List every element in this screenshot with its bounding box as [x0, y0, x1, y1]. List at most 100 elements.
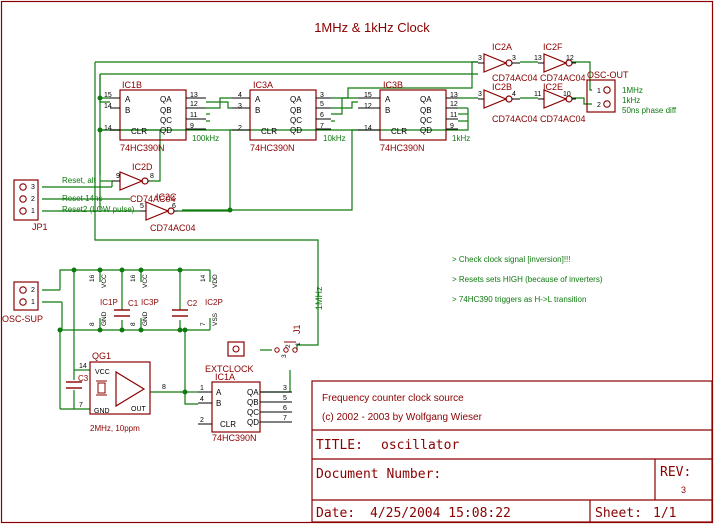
junction-dots	[57, 95, 233, 395]
svg-text:A: A	[255, 95, 261, 104]
svg-text:QD: QD	[420, 126, 432, 135]
svg-text:QA: QA	[420, 95, 432, 104]
net-1mhz: 1MHz	[314, 286, 324, 310]
svg-text:B: B	[255, 106, 260, 115]
pin-num: 14	[104, 103, 112, 110]
pin-num: 1	[295, 342, 302, 346]
pin-num: 14	[79, 363, 87, 370]
note-line: > Resets sets HIGH (because of inverters…	[452, 275, 603, 284]
inv-part: CD74AC04	[540, 114, 586, 124]
cap-c1	[114, 309, 130, 317]
cap-ref: C1	[128, 299, 139, 308]
freq-100k: 100kHz	[192, 134, 219, 143]
pin-stubs	[110, 97, 458, 131]
chip-ic3a: IC3A 74HC390N A B CLR QA QB QC QD 4 3 2 …	[238, 80, 324, 153]
freq-1k: 1kHz	[452, 134, 470, 143]
pin-num: 11	[450, 112, 457, 119]
svg-text:QD: QD	[247, 418, 259, 427]
svg-text:QA: QA	[247, 388, 259, 397]
power-ic1p: 16 VCC IC1P GND 8	[89, 274, 118, 326]
tb-sheet-value: 1/1	[653, 506, 676, 521]
power-ref: IC3P	[141, 298, 159, 307]
pin-label: VCC	[101, 274, 108, 288]
chip-part: 74HC390N	[212, 433, 257, 443]
pin-label: GND	[94, 408, 110, 415]
pin-num: 13	[534, 55, 542, 62]
inv-part: CD74AC04	[540, 73, 586, 83]
svg-text:QA: QA	[160, 95, 172, 104]
pin-num: 6	[172, 203, 176, 210]
pin-num: 3	[283, 385, 287, 392]
cap-ref: C2	[187, 299, 198, 308]
chip-part: 74HC390N	[250, 143, 295, 153]
cap-c2	[172, 309, 188, 317]
note-line: > Check clock signal [inversion]!!!	[452, 255, 571, 264]
pin-num: 13	[450, 92, 458, 99]
pin-num: 7	[283, 415, 287, 422]
oscillator-qg1: QG1 VCC GND OUT 14 7 8 2MHz, 10ppm	[79, 351, 166, 433]
svg-text:B: B	[216, 399, 221, 408]
svg-text:CLR: CLR	[261, 127, 277, 136]
pin-num: 4	[200, 396, 204, 403]
pin-num: 3	[281, 354, 288, 358]
title-block-frame	[311, 380, 713, 523]
pin-num: 3	[478, 55, 482, 62]
svg-text:A: A	[385, 95, 391, 104]
pin-num: 16	[130, 274, 137, 282]
pin-num: 3	[320, 92, 324, 99]
svg-text:QC: QC	[290, 116, 302, 125]
page-title: 1MHz & 1kHz Clock	[314, 20, 430, 35]
svg-text:B: B	[125, 106, 130, 115]
pin-num: 12	[364, 103, 372, 110]
pin-num: 1	[200, 385, 204, 392]
pin-label: OUT	[131, 406, 147, 413]
pin-num: 3	[512, 55, 516, 62]
pin-label: VSS	[212, 312, 219, 326]
inv-part: CD74AC04	[492, 73, 538, 83]
connector-ref: JP1	[32, 222, 48, 232]
jp1-label: Reset 14ns	[62, 194, 102, 203]
pin-num: 5	[320, 101, 324, 108]
power-ref: IC2P	[205, 298, 223, 307]
chip-ic1a: IC1A 74HC390N A B CLR QA QB QC QD 1 4 2 …	[198, 372, 292, 443]
pin-num: 6	[283, 405, 287, 412]
pin-num: 16	[89, 274, 96, 282]
tb-date-value: 4/25/2004 15:08:22	[370, 506, 511, 521]
power-ref: IC1P	[100, 298, 118, 307]
pin-num: 7	[320, 123, 324, 130]
tb-date-label: Date:	[316, 506, 355, 521]
inv-ref-ic2b: IC2B	[492, 82, 512, 92]
pin-label: VDD	[212, 274, 219, 288]
svg-text:B: B	[385, 106, 390, 115]
chip-ic1b: IC1B 74HC390N A B CLR QA QB QC QD 15 14 …	[104, 80, 198, 153]
pin-num: 6	[320, 112, 324, 119]
svg-text:QC: QC	[247, 408, 259, 417]
svg-text:QA: QA	[290, 95, 302, 104]
pin-num: 14	[364, 125, 372, 132]
connector-ref: OSC-SUP	[2, 314, 43, 324]
jp1-label: Reset2 (LOW pulse)	[62, 205, 135, 214]
pin-num: 5	[283, 395, 287, 402]
pin-num: 9	[116, 173, 120, 180]
tb-desc2: (c) 2002 - 2003 by Wolfgang Wieser	[322, 412, 483, 423]
chip-ref: IC1A	[215, 372, 235, 382]
pin-label: VCC	[95, 369, 110, 376]
pin-num: 11	[190, 112, 197, 119]
tb-sheet-label: Sheet:	[595, 506, 642, 521]
pin-num: 11	[534, 91, 541, 98]
pin-num: 4	[238, 92, 242, 99]
osc-out-note: 50ns phase diff	[622, 106, 677, 115]
pin-num: 8	[150, 173, 154, 180]
pin-num: 7	[200, 322, 207, 326]
pin-label: GND	[142, 311, 149, 326]
inv-ref-ic2f: IC2F	[543, 42, 563, 52]
chip-ref: IC3A	[253, 80, 273, 90]
svg-text:QD: QD	[160, 126, 172, 135]
pin-num: 12	[190, 101, 198, 108]
osc-out-note: 1kHz	[622, 96, 640, 105]
power-ic2p: 14 VDD IC2P VSS 7	[200, 274, 223, 326]
chip-ic3b: IC3B 74HC390N A B CLR QA QB QC QD 15 12 …	[364, 80, 458, 153]
svg-text:QB: QB	[290, 106, 302, 115]
